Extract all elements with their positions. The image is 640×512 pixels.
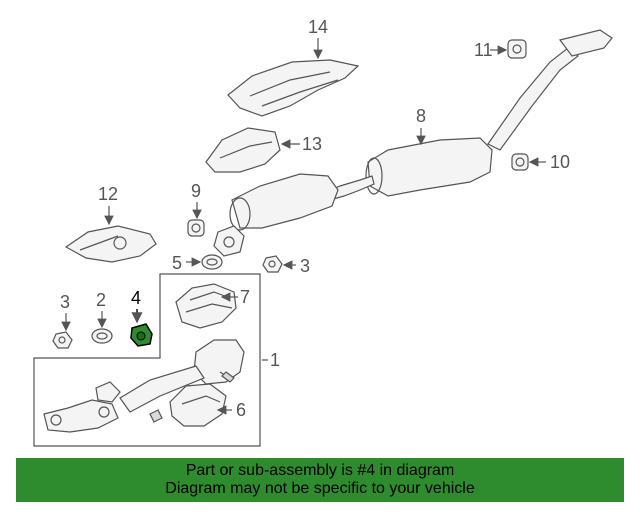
part-1-group-box [33, 273, 261, 447]
callout-14: 14 [308, 17, 328, 37]
callout-6: 6 [236, 400, 246, 420]
part-7-heat-shield[interactable] [175, 283, 237, 329]
callout-5: 5 [172, 253, 182, 273]
part-5-gasket[interactable] [201, 254, 223, 270]
callout-7: 7 [240, 287, 250, 307]
info-banner: Part or sub-assembly is #4 in diagram Di… [16, 458, 624, 502]
part-12-heat-shield[interactable] [64, 225, 157, 263]
callout-3-lower: 3 [60, 292, 70, 312]
part-13-heat-shield[interactable] [205, 127, 281, 173]
callout-11: 11 [474, 40, 493, 60]
part-14-heat-shield[interactable] [227, 59, 360, 117]
exhaust-diagram: 14 13 12 8 11 [33, 17, 613, 447]
part-4-hanger-highlighted[interactable] [130, 323, 153, 347]
banner-line-1: Part or sub-assembly is #4 in diagram [185, 462, 455, 479]
callout-8: 8 [416, 106, 426, 126]
part-8-muffler-assembly[interactable] [213, 29, 613, 257]
part-1-front-pipe-assembly[interactable] [43, 339, 245, 433]
part-2-gasket[interactable] [91, 328, 113, 344]
callout-4: 4 [131, 288, 141, 308]
banner-line-2: Diagram may not be specific to your vehi… [165, 480, 475, 497]
callout-2: 2 [96, 290, 106, 310]
callout-13: 13 [302, 134, 322, 154]
part-3-nut-upper[interactable] [262, 255, 283, 273]
part-9-hanger[interactable] [187, 219, 205, 237]
callout-9: 9 [191, 181, 201, 201]
callout-12: 12 [98, 184, 118, 204]
part-3-nut-lower[interactable] [52, 331, 73, 349]
part-10-hanger[interactable] [511, 153, 529, 171]
callout-10: 10 [550, 152, 570, 172]
part-11-hanger[interactable] [507, 39, 527, 59]
part-6-heat-shield[interactable] [169, 383, 227, 427]
callout-3-upper: 3 [300, 256, 310, 276]
callout-1: 1 [270, 350, 280, 370]
